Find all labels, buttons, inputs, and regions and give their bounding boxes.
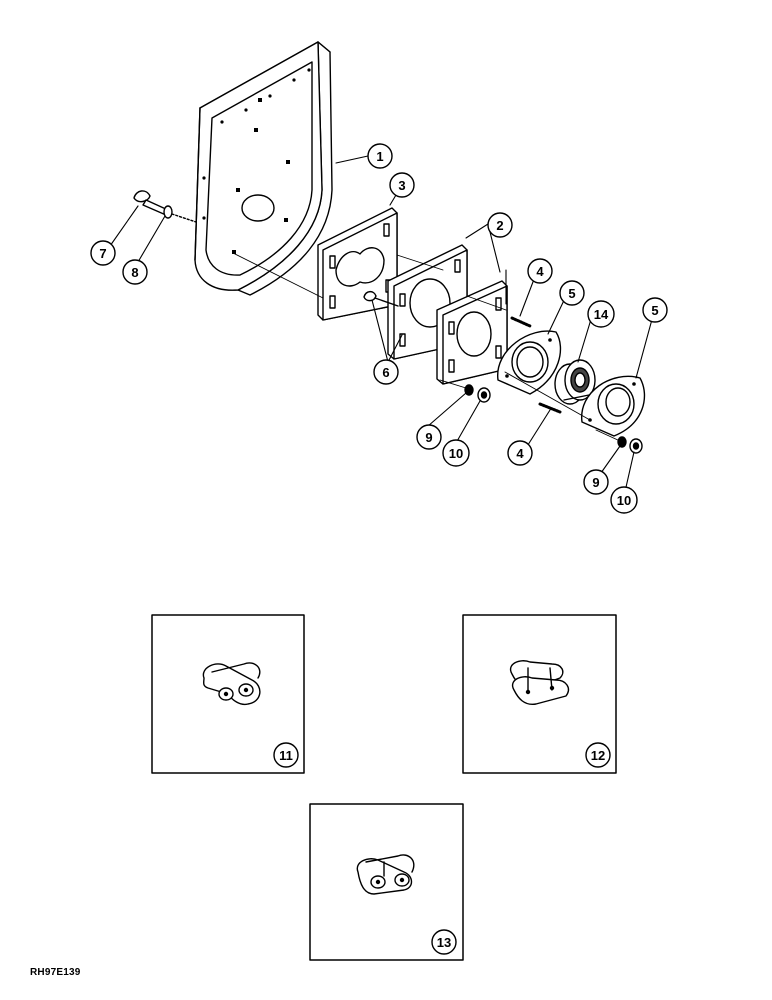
bearing-flange-right: [581, 375, 646, 437]
svg-text:7: 7: [99, 246, 106, 261]
svg-text:11: 11: [279, 748, 293, 763]
housing-plate: [194, 41, 333, 296]
half-link: [356, 854, 415, 895]
callout-7: 7: [90, 240, 116, 266]
callout-2: 2: [487, 212, 513, 238]
studs: [510, 316, 562, 414]
connecting-link: [509, 660, 570, 705]
callout-1: 1: [367, 143, 393, 169]
svg-text:2: 2: [496, 218, 503, 233]
assembly-lines: [232, 252, 621, 442]
svg-text:5: 5: [651, 303, 658, 318]
flat-washer: [163, 205, 173, 219]
svg-text:6: 6: [382, 365, 389, 380]
svg-text:9: 9: [592, 475, 599, 490]
carriage-bolt: [133, 190, 169, 216]
callout-14: 14: [587, 300, 615, 328]
svg-text:13: 13: [437, 935, 451, 950]
callout-11: 11: [273, 742, 299, 768]
callout-9-right: 9: [583, 469, 609, 495]
svg-text:10: 10: [617, 493, 631, 508]
callout-10-left: 10: [442, 439, 470, 467]
callout-5-left: 5: [559, 280, 585, 306]
hex-nut-left: [477, 387, 491, 403]
bearing-flange-left: [497, 330, 562, 395]
figure-reference-code: RH97E139: [30, 967, 81, 978]
callout-8: 8: [122, 259, 148, 285]
hex-nut-right: [629, 438, 643, 454]
svg-text:14: 14: [594, 307, 609, 322]
svg-text:9: 9: [425, 430, 432, 445]
callout-3: 3: [389, 172, 415, 198]
svg-text:4: 4: [516, 446, 524, 461]
detail-box-11: 11: [151, 614, 305, 774]
svg-text:3: 3: [398, 178, 405, 193]
gasket-plate: [317, 207, 398, 321]
svg-text:8: 8: [131, 265, 138, 280]
callout-5-right: 5: [642, 297, 668, 323]
spacer-plate-rear: [436, 280, 508, 385]
carriage-bolts: [363, 290, 399, 307]
callout-4-top: 4: [527, 258, 553, 284]
callout-6: 6: [373, 359, 399, 385]
callout-12: 12: [585, 742, 611, 768]
svg-text:5: 5: [568, 286, 575, 301]
svg-text:12: 12: [591, 748, 605, 763]
callout-13: 13: [431, 929, 457, 955]
lock-washer-left: [464, 384, 474, 396]
detail-box-13: 13: [309, 803, 464, 961]
callout-10-right: 10: [610, 486, 638, 514]
offset-link: [202, 662, 261, 706]
svg-text:1: 1: [376, 149, 383, 164]
detail-box-12: 12: [462, 614, 617, 774]
leader-lines: [109, 155, 655, 497]
svg-text:4: 4: [536, 264, 544, 279]
lock-washer-right: [617, 436, 627, 448]
callout-9-left: 9: [416, 424, 442, 450]
svg-text:10: 10: [449, 446, 463, 461]
callout-4-bottom: 4: [507, 440, 533, 466]
